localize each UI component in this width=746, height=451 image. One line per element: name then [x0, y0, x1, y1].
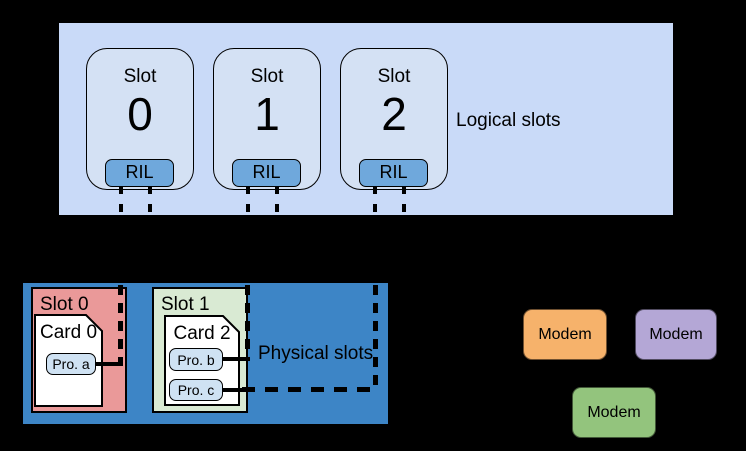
ril0-dashed-stub-left: [119, 186, 123, 215]
ril2-dashed-stub-right: [402, 186, 406, 215]
dashed-connector-profile-b-vertical: [245, 285, 250, 361]
card-2-label: Card 2: [173, 323, 231, 344]
logical-slot-1-ril: RIL: [232, 158, 301, 187]
connector-profile-c: [223, 388, 242, 392]
logical-slots-label: Logical slots: [456, 110, 561, 131]
logical-slot-0: Slot 0 RIL: [86, 48, 194, 190]
connector-profile-b: [223, 357, 248, 361]
logical-slots-container: Slot 0 RIL Slot 1 RIL Slot 2 RIL Logical…: [59, 23, 673, 215]
logical-slot-2-title: Slot: [377, 66, 411, 87]
logical-slot-1-title: Slot: [250, 66, 284, 87]
card-0-label: Card 0: [39, 322, 98, 343]
connector-profile-a: [96, 362, 121, 366]
logical-slot-2-number: 2: [381, 87, 407, 140]
dashed-connector-profile-c-vertical: [373, 285, 378, 391]
ril1-dashed-stub-left: [246, 186, 250, 215]
physical-slot-0-label: Slot 0: [40, 294, 89, 315]
logical-slot-2: Slot 2 RIL: [340, 48, 448, 190]
profile-a: Pro. a: [46, 353, 96, 375]
ril2-dashed-stub-left: [373, 186, 377, 215]
profile-b: Pro. b: [169, 348, 223, 371]
logical-slot-1: Slot 1 RIL: [213, 48, 321, 190]
ril0-dashed-stub-right: [148, 186, 152, 215]
physical-slots-label: Physical slots: [258, 343, 374, 364]
modem-purple: Modem: [635, 309, 717, 360]
logical-slot-1-number: 1: [254, 87, 280, 140]
physical-slot-1-label: Slot 1: [161, 294, 210, 315]
logical-slot-0-number: 0: [127, 87, 153, 140]
logical-slot-0-title: Slot: [123, 66, 157, 87]
profile-c: Pro. c: [169, 379, 223, 401]
ril1-dashed-stub-right: [275, 186, 279, 215]
logical-slot-2-ril: RIL: [359, 158, 428, 187]
modem-orange: Modem: [523, 309, 607, 360]
dashed-connector-profile-a-vertical: [118, 285, 123, 366]
logical-slot-0-ril: RIL: [105, 158, 174, 187]
dashed-connector-profile-c-horizontal: [242, 387, 378, 392]
modem-green: Modem: [572, 387, 656, 438]
